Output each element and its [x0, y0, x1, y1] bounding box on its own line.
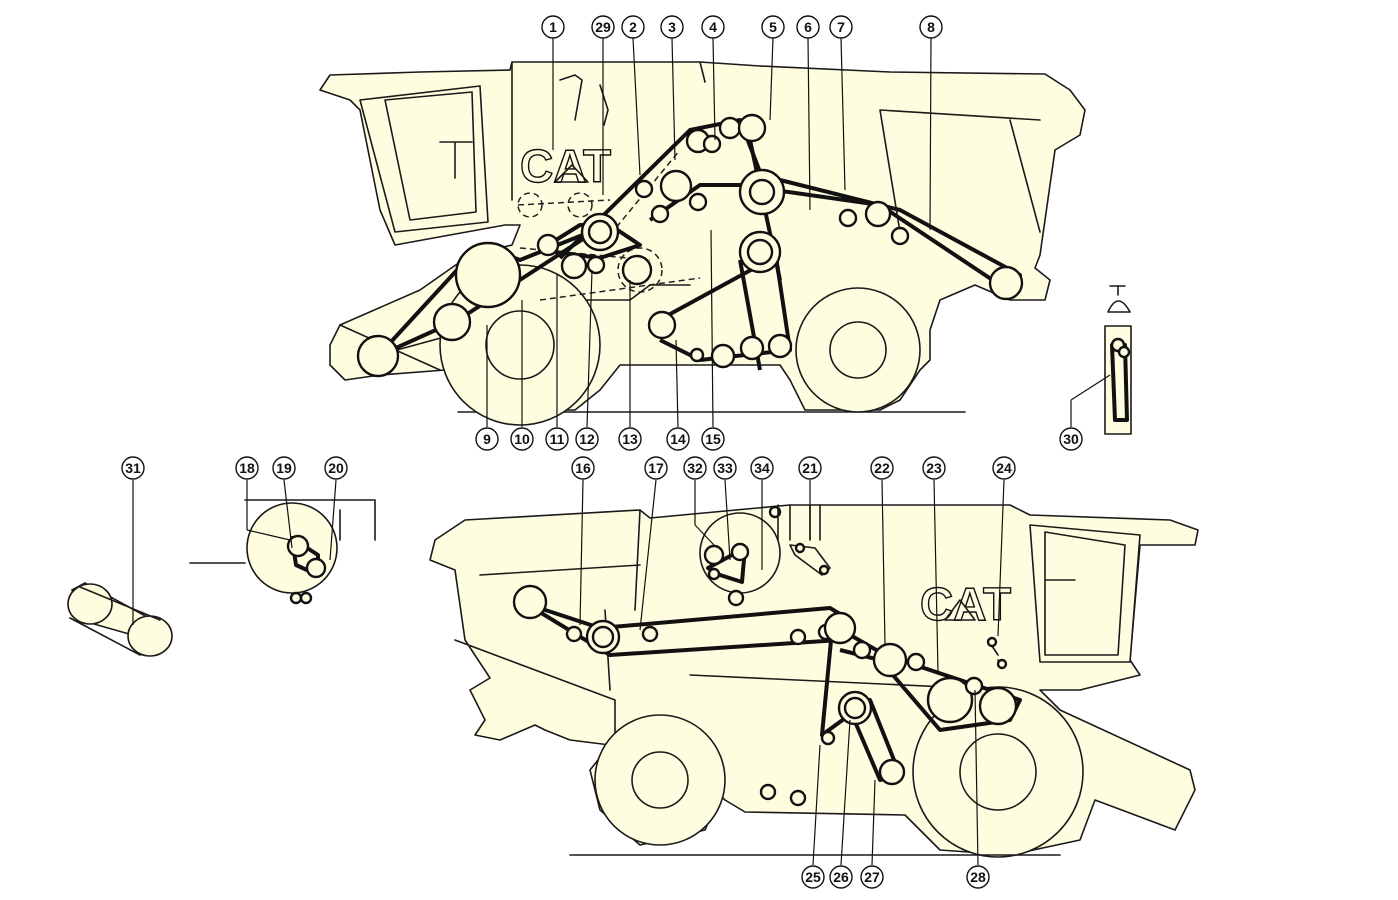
callout-30: 30 — [1059, 427, 1083, 451]
callout-3-label: 3 — [668, 19, 676, 35]
callout-22-label: 22 — [874, 460, 890, 476]
lower-cab-window — [1044, 531, 1126, 656]
upper-cab-window — [384, 91, 477, 221]
callout-21: 21 — [798, 456, 822, 480]
callout-12-label: 12 — [579, 431, 595, 447]
lower-rear-wheel — [594, 714, 726, 846]
callout-10-label: 10 — [514, 431, 530, 447]
inset-31-belt — [67, 582, 173, 657]
callout-11: 11 — [545, 427, 569, 451]
callout-24-label: 24 — [996, 460, 1012, 476]
callout-21-label: 21 — [802, 460, 818, 476]
callout-1: 1 — [541, 15, 565, 39]
callout-7-label: 7 — [837, 19, 845, 35]
callout-29-label: 29 — [595, 19, 611, 35]
callout-5-label: 5 — [769, 19, 777, 35]
callout-13: 13 — [618, 427, 642, 451]
callout-25: 25 — [801, 865, 825, 889]
callout-6-label: 6 — [804, 19, 812, 35]
callout-20-label: 20 — [328, 460, 344, 476]
callout-8: 8 — [919, 15, 943, 39]
callout-25-label: 25 — [805, 869, 821, 885]
callout-9: 9 — [475, 427, 499, 451]
callout-22: 22 — [870, 456, 894, 480]
callout-4: 4 — [701, 15, 725, 39]
upper-rear-wheel — [795, 287, 921, 413]
callout-labels: 1 2 3 4 5 6 7 8 9 10 11 12 13 14 15 16 1… — [121, 15, 1083, 889]
inset-18-20-detail — [189, 499, 376, 605]
callout-2: 2 — [621, 15, 645, 39]
callout-26-label: 26 — [833, 869, 849, 885]
callout-16: 16 — [571, 456, 595, 480]
callout-19-label: 19 — [276, 460, 292, 476]
callout-33: 33 — [713, 456, 737, 480]
inset-30-detail — [1104, 285, 1132, 435]
lower-combine: CAT — [429, 504, 1199, 858]
callout-18: 18 — [235, 456, 259, 480]
callout-16-label: 16 — [575, 460, 591, 476]
upper-cab — [359, 85, 489, 233]
callout-8-label: 8 — [927, 19, 935, 35]
callout-1-label: 1 — [549, 19, 557, 35]
callout-3: 3 — [660, 15, 684, 39]
callout-27-label: 27 — [864, 869, 880, 885]
callout-12: 12 — [575, 427, 599, 451]
callout-17-label: 17 — [648, 460, 664, 476]
callout-23: 23 — [922, 456, 946, 480]
upper-cat-logo: CAT — [520, 140, 611, 192]
lower-cat-logo: CAT — [920, 578, 1011, 630]
callout-32-label: 32 — [687, 460, 703, 476]
callout-leaders — [132, 37, 1111, 866]
callout-31-label: 31 — [125, 460, 141, 476]
callout-32: 32 — [683, 456, 707, 480]
callout-4-label: 4 — [709, 19, 717, 35]
callout-28: 28 — [966, 865, 990, 889]
callout-31: 31 — [121, 456, 145, 480]
callout-24: 24 — [992, 456, 1016, 480]
callout-19: 19 — [272, 456, 296, 480]
callout-6: 6 — [796, 15, 820, 39]
callout-20: 20 — [324, 456, 348, 480]
callout-28-label: 28 — [970, 869, 986, 885]
callout-14-label: 14 — [670, 431, 686, 447]
callout-7: 7 — [829, 15, 853, 39]
callout-27: 27 — [860, 865, 884, 889]
callout-13-label: 13 — [622, 431, 638, 447]
upper-combine: CAT — [319, 61, 1086, 426]
callout-2-label: 2 — [629, 19, 637, 35]
callout-34: 34 — [750, 456, 774, 480]
callout-5: 5 — [761, 15, 785, 39]
callout-15: 15 — [701, 427, 725, 451]
callout-9-label: 9 — [483, 431, 491, 447]
callout-33-label: 33 — [717, 460, 733, 476]
callout-15-label: 15 — [705, 431, 721, 447]
callout-17: 17 — [644, 456, 668, 480]
callout-10: 10 — [510, 427, 534, 451]
callout-30-label: 30 — [1063, 431, 1079, 447]
callout-18-label: 18 — [239, 460, 255, 476]
callout-14: 14 — [666, 427, 690, 451]
lower-cab — [1029, 524, 1141, 663]
callout-11-label: 11 — [550, 431, 565, 447]
callout-34-label: 34 — [754, 460, 770, 476]
callout-23-label: 23 — [926, 460, 942, 476]
callout-29: 29 — [591, 15, 615, 39]
callout-26: 26 — [829, 865, 853, 889]
